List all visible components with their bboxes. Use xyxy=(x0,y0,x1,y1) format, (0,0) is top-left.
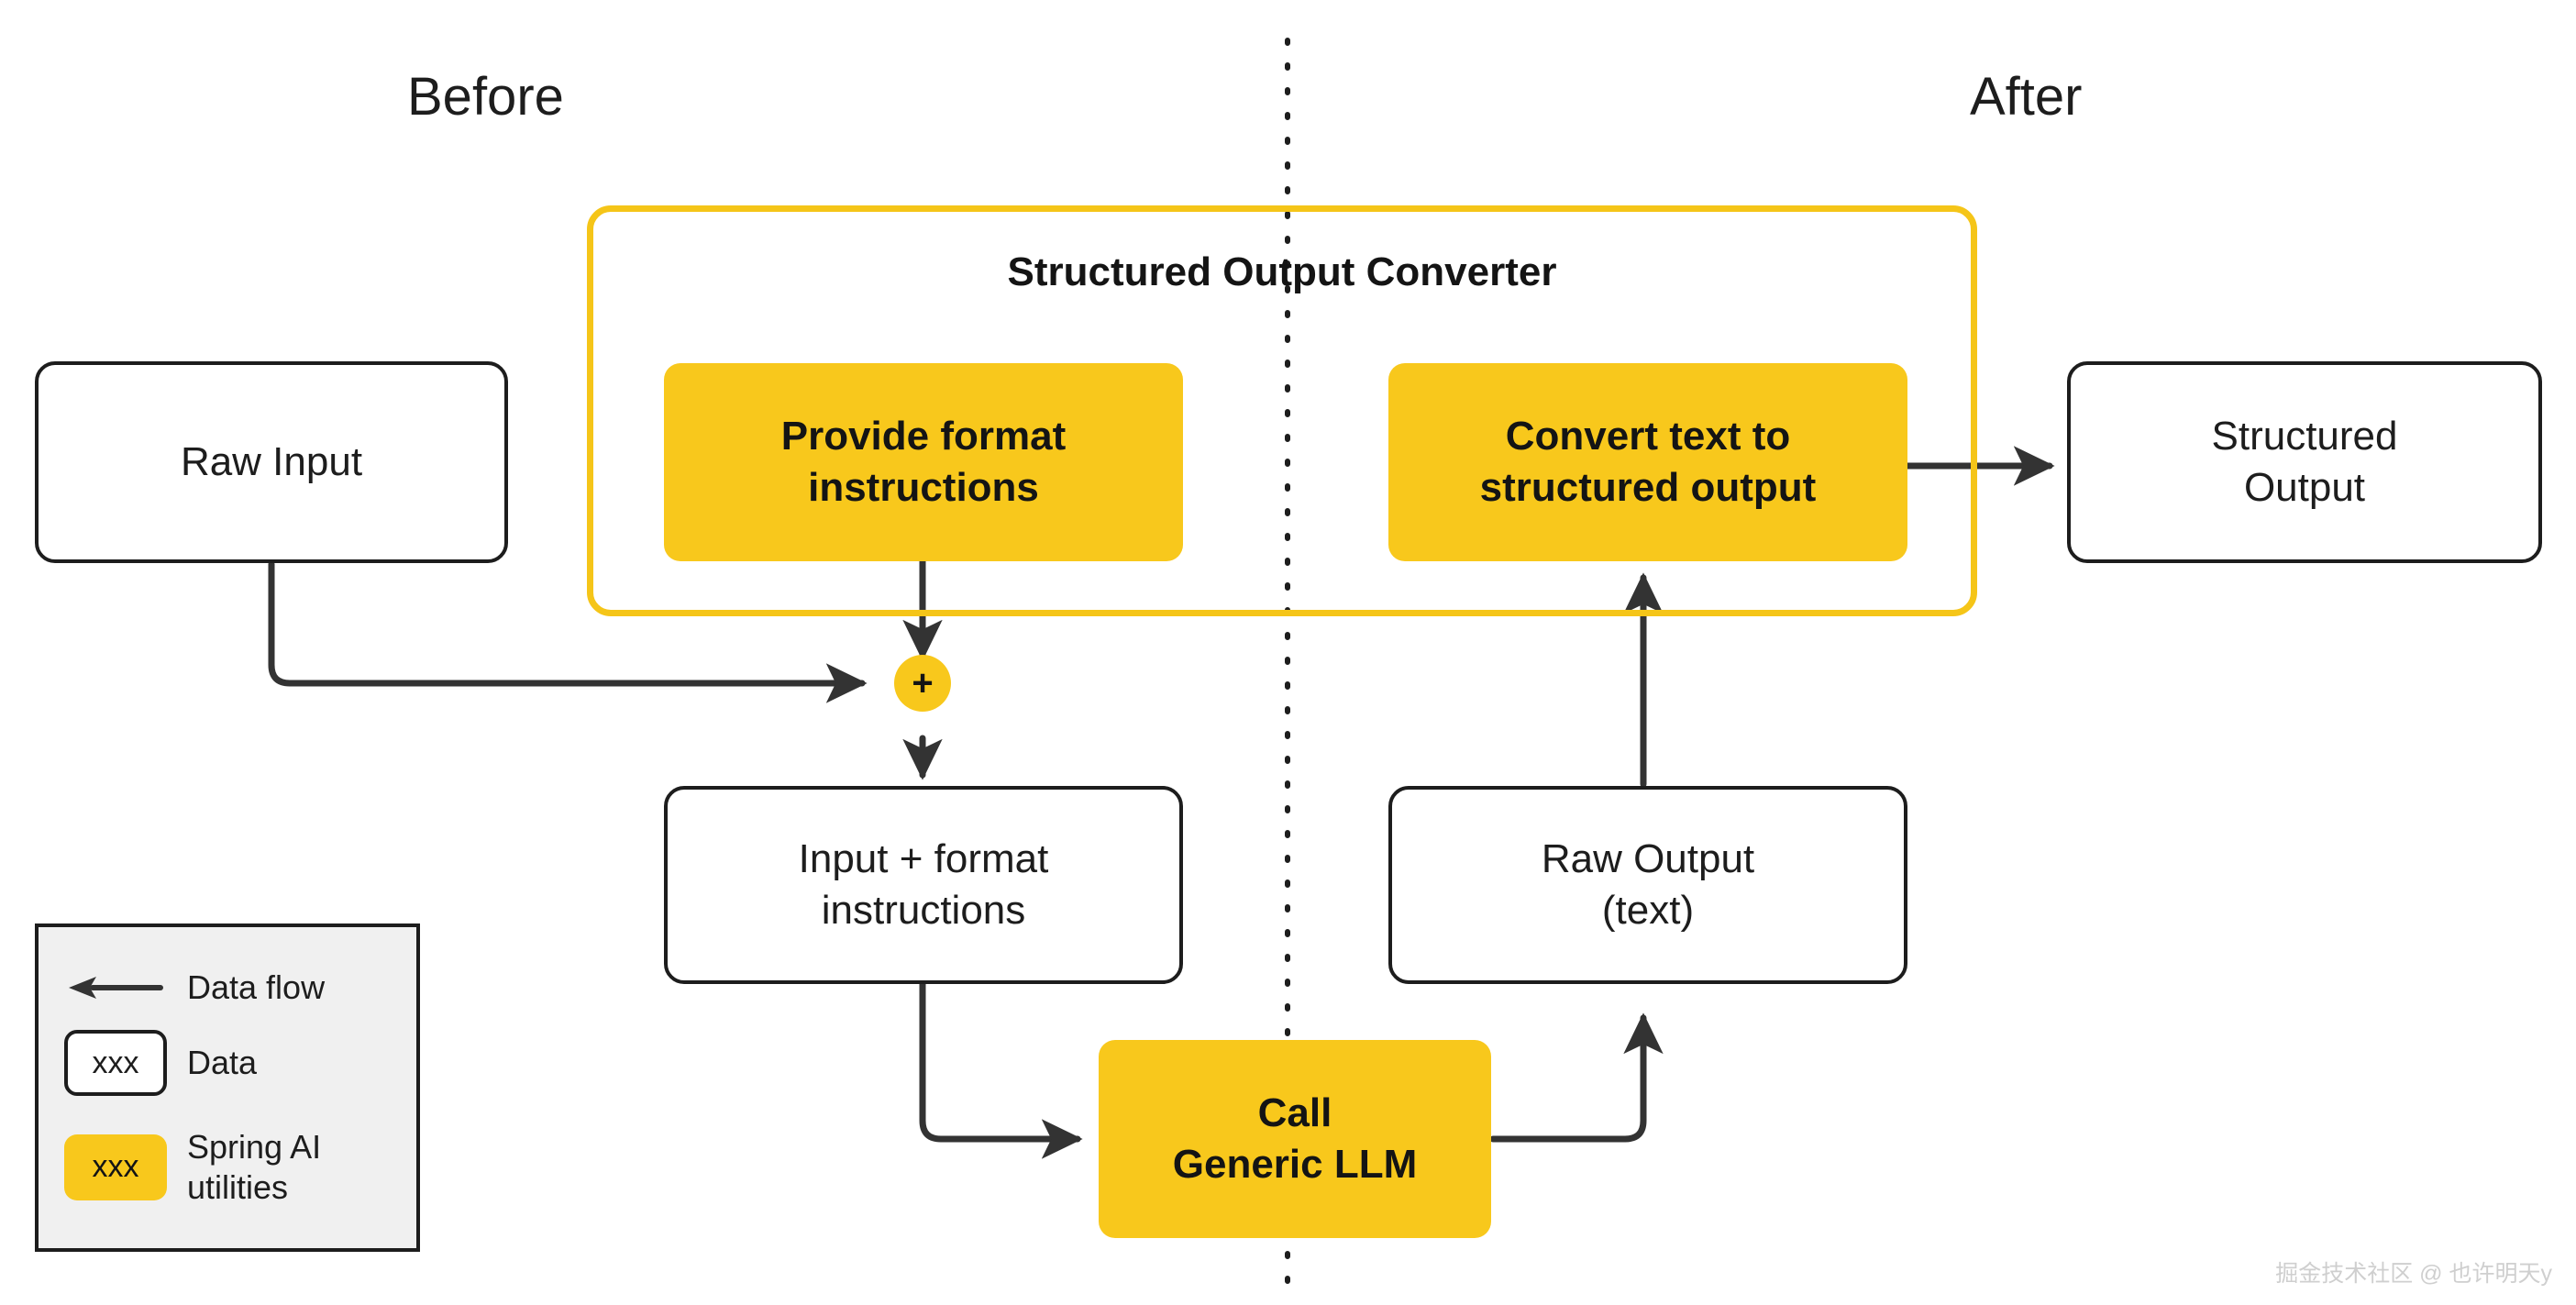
data-flow-arrow-icon xyxy=(64,955,167,1021)
legend-item-data-flow: Data flow xyxy=(64,955,325,1021)
legend-label-spring-ai-utilities: Spring AI utilities xyxy=(187,1128,322,1206)
node-call-generic-llm[interactable]: Call Generic LLM xyxy=(1099,1040,1491,1238)
legend-label-data-flow: Data flow xyxy=(187,968,326,1007)
container-title: Structured Output Converter xyxy=(1007,249,1557,294)
phase-label-after: After xyxy=(1970,67,2083,127)
node-convert-text-to-structured-output[interactable]: Convert text to structured output xyxy=(1388,363,1907,561)
edge-inputformat-to-llm xyxy=(919,979,1083,1159)
watermark: 掘金技术社区 @ 也许明天y xyxy=(2275,1261,2552,1287)
node-provide-format-instructions[interactable]: Provide format instructions xyxy=(664,363,1183,561)
node-input-plus-format-instructions[interactable]: Input + format instructions xyxy=(664,786,1183,984)
legend-swatch-spring-ai: xxx xyxy=(64,1134,167,1200)
node-raw-input[interactable]: Raw Input xyxy=(35,361,508,563)
legend: Data flow xxx Data xxx Spring AI utiliti… xyxy=(35,923,420,1252)
legend-label-data: Data xyxy=(187,1044,258,1082)
node-merge-plus[interactable]: + xyxy=(894,655,951,712)
structured-output-converter-container xyxy=(587,205,1977,616)
node-structured-output[interactable]: Structured Output xyxy=(2067,361,2542,563)
legend-item-spring-ai-utilities: xxx Spring AI utilities xyxy=(64,1127,321,1208)
legend-swatch-data: xxx xyxy=(64,1030,167,1096)
node-raw-output-text[interactable]: Raw Output (text) xyxy=(1388,786,1907,984)
phase-label-before: Before xyxy=(407,67,564,127)
legend-item-data: xxx Data xyxy=(64,1030,257,1096)
edge-llm-to-rawoutput xyxy=(1489,1012,1664,1143)
